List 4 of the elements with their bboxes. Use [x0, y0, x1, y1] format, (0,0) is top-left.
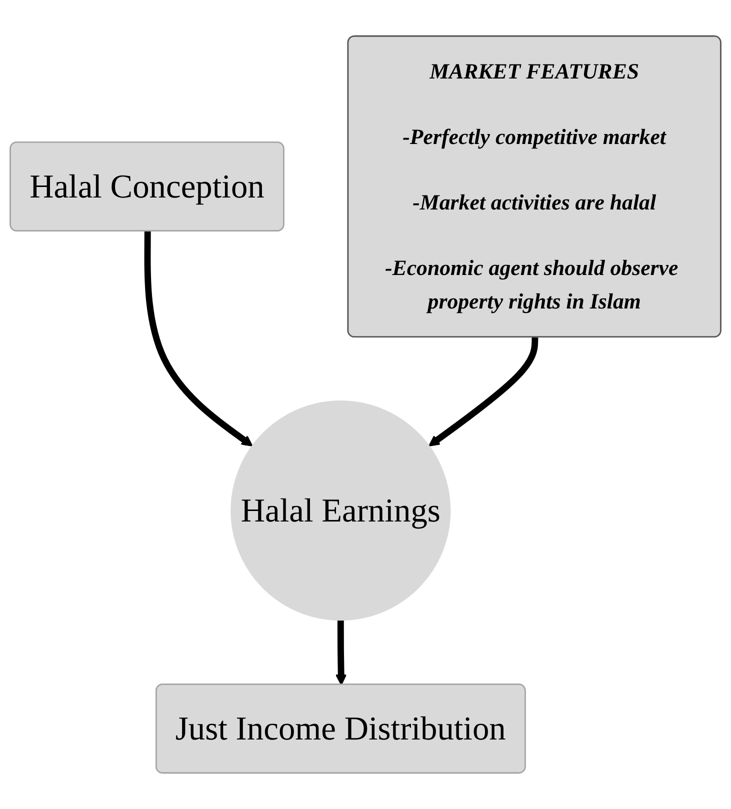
arrow [335, 620, 347, 686]
arrow [428, 337, 538, 446]
node-circle: Halal Earnings [230, 400, 451, 621]
arrow [144, 231, 253, 446]
